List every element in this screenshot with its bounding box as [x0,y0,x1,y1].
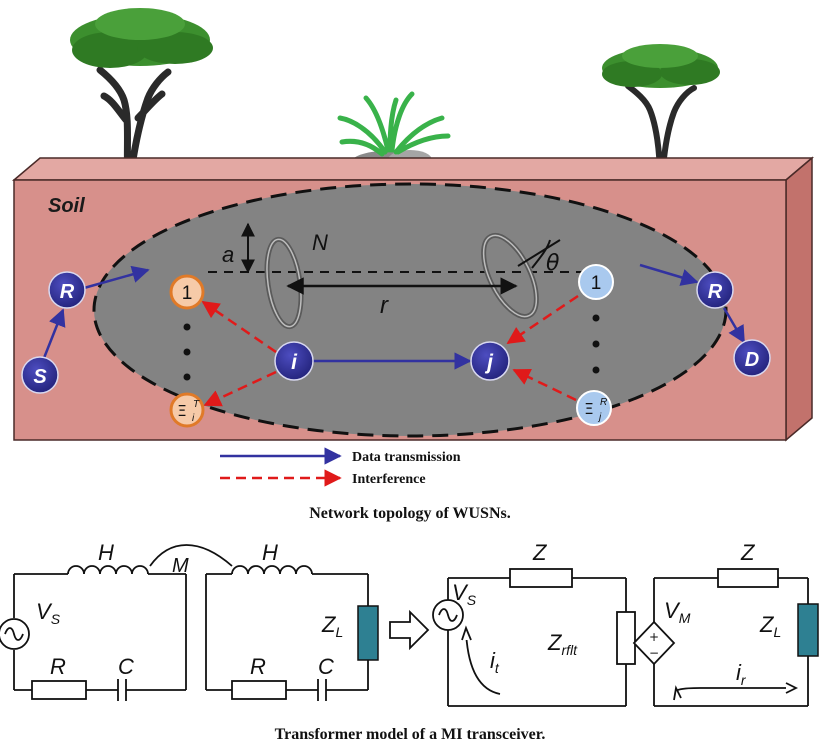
coil-angle-label: θ [546,251,560,276]
link-relay-destination [722,307,746,344]
svg-text:R: R [600,397,607,408]
svg-text:Ξ: Ξ [177,402,186,420]
node-rx-interferer-last: Ξ R j [576,390,612,426]
circuit-rx-equivalent [653,568,809,707]
label-capacitor-rx: C [318,654,334,679]
node-relay-left: R [48,271,86,309]
node-tx-interferer-last: Ξ T i [169,392,205,428]
coil-angle-arc [531,239,551,269]
label-capacitor-tx: C [118,654,134,679]
label-source-right: VM [664,598,691,626]
node-transmitter-i: i [274,341,314,381]
label-mutual: M [172,555,189,577]
svg-text:1: 1 [591,273,602,294]
ellipsis-dots-right [592,314,600,374]
legend-data-label: Data transmission [352,450,461,465]
caption-topology: Network topology of WUSNs. [309,505,510,522]
svg-text:1: 1 [182,283,193,304]
label-load-right: ZL [759,612,781,640]
load-zl-right [797,603,819,657]
legend-interference-label: Interference [352,472,426,487]
source-vs-icon [0,618,30,650]
svg-text:+: + [649,630,659,644]
link-region-relay [639,263,699,286]
soil-label: Soil [48,195,85,217]
svg-text:R: R [708,281,723,303]
label-source-middle: VS [452,580,477,608]
svg-text:j: j [484,351,494,374]
caption-circuit: Transformer model of a MI transceiver. [275,726,546,743]
load-zl-left [357,605,379,661]
svg-text:i: i [192,413,195,424]
coil-distance-label: r [380,292,389,319]
interference-xi-j [512,368,577,402]
interference-1-j [506,294,579,345]
node-relay-right: R [696,271,734,309]
svg-text:D: D [745,349,759,371]
label-resistor-rx: R [250,654,266,679]
node-tx-interferer-first: 1 [169,274,205,310]
label-source-left: VS [36,599,61,627]
svg-text:T: T [193,399,200,410]
label-inductor-rx: H [262,540,278,565]
interference-i-xi [203,370,277,407]
dependent-source-vm-icon: + − [632,620,676,666]
circuit-tx-equivalent [447,568,636,707]
node-rx-interferer-first: 1 [578,264,614,300]
legend: Data transmission Interference [220,447,461,487]
node-receiver-j: j [470,341,510,381]
tree-right-icon [602,44,720,183]
link-source-relay [42,308,66,359]
label-current-t: it [490,648,500,676]
svg-text:Ξ: Ξ [584,400,593,418]
label-impedance-right: Z [740,540,756,565]
node-destination: D [733,339,771,377]
label-resistor-tx: R [50,654,66,679]
link-relay-region [83,265,150,290]
ellipsis-dots-left [183,323,191,381]
label-reflected: Zrflt [547,630,578,658]
label-impedance-middle: Z [532,540,548,565]
node-source: S [21,356,59,394]
svg-text:S: S [33,366,47,388]
source-vs-middle-icon [432,599,464,631]
coil-radius-label: a [222,242,234,267]
circuit-transformer [13,544,369,701]
svg-text:i: i [291,351,298,374]
label-load-left: ZL [321,612,343,640]
label-inductor-tx: H [98,540,114,565]
tree-left-icon [70,8,213,184]
coil-turns-label: N [312,230,328,255]
svg-text:R: R [60,281,75,303]
label-current-r: ir [736,660,747,688]
interference-i-1 [201,300,277,354]
svg-text:−: − [649,646,659,660]
equivalence-arrow-icon [389,609,430,651]
svg-text:j: j [597,412,602,423]
coil-normal-line [517,239,561,267]
